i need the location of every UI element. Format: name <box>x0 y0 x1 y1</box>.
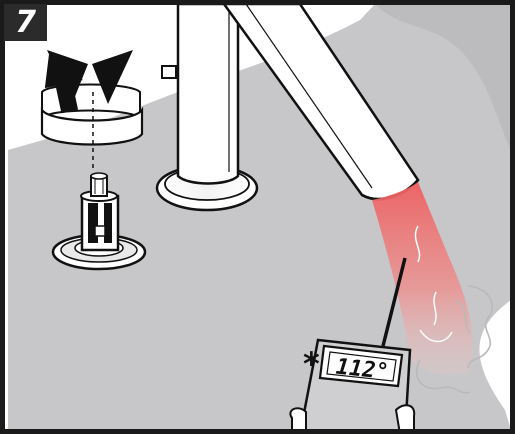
thermometer-footnote-marker: * <box>303 348 320 380</box>
step-number-badge: 7 <box>4 4 47 41</box>
